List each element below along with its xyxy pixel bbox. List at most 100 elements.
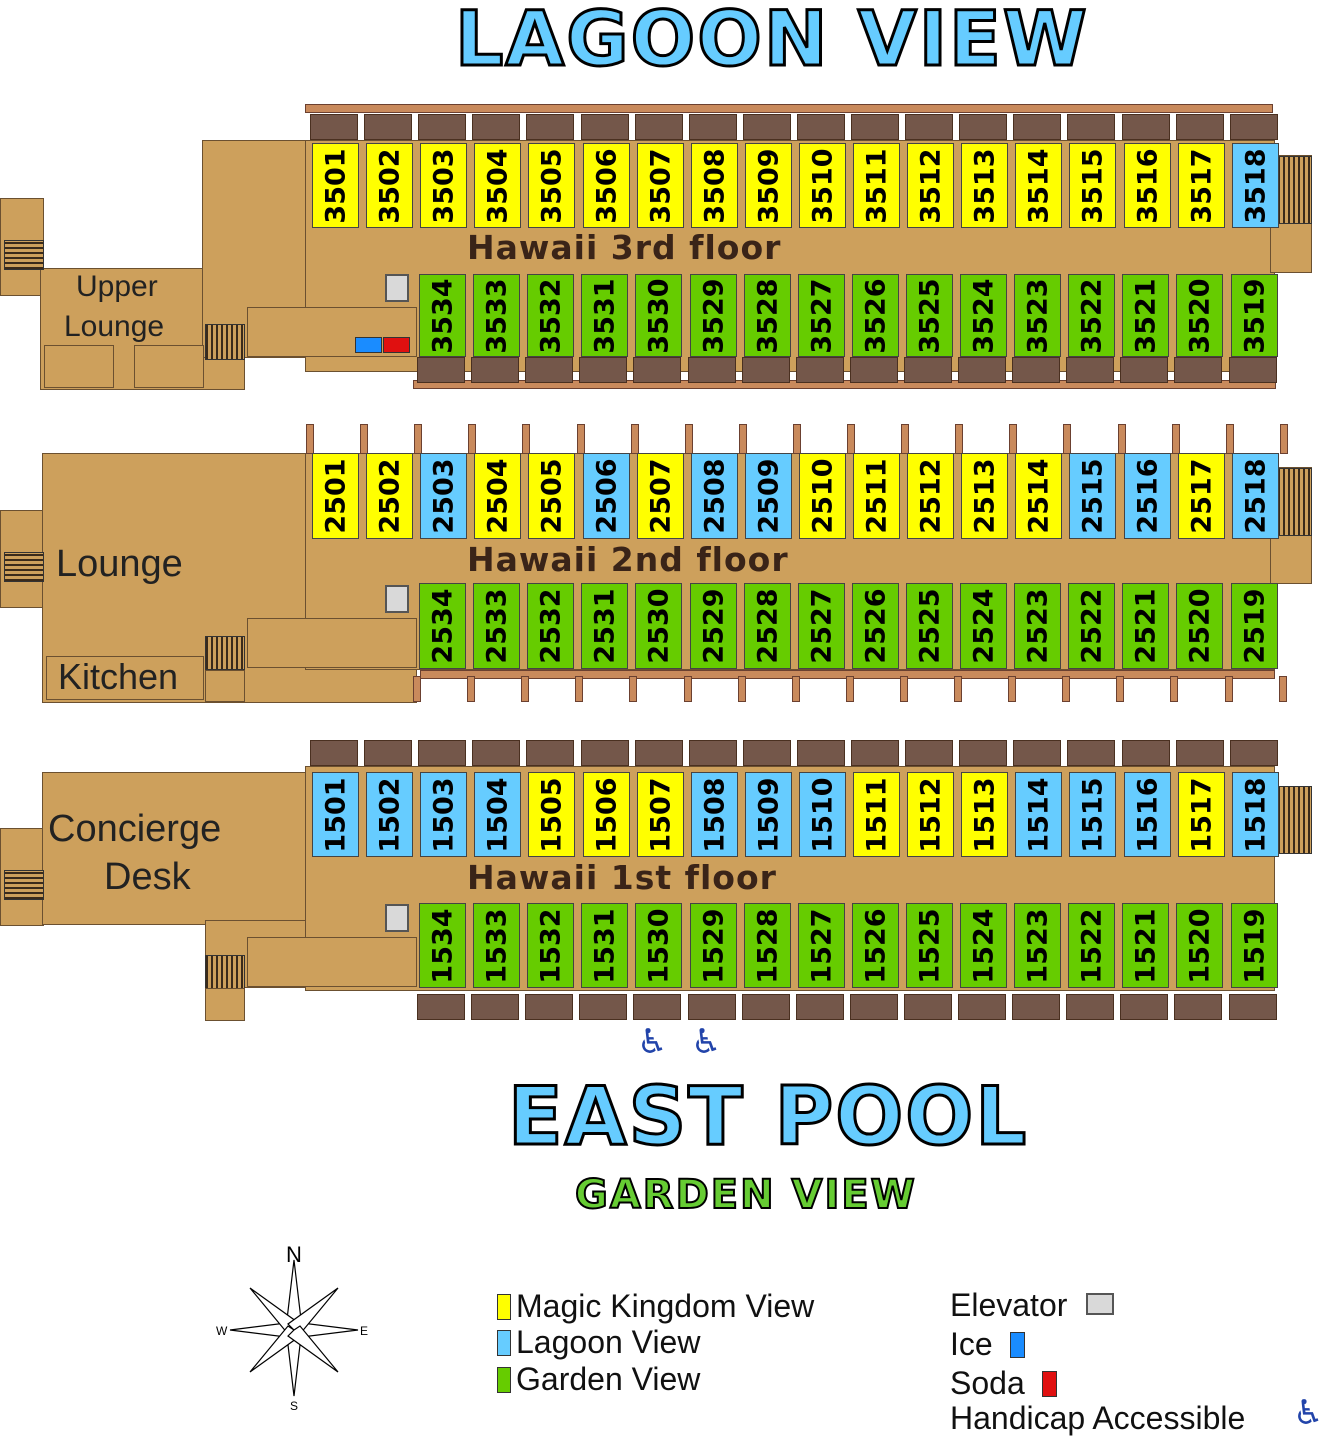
room-2518[interactable]: 2518: [1232, 453, 1279, 539]
room-3531[interactable]: 3531: [581, 274, 628, 357]
room-3534[interactable]: 3534: [419, 274, 466, 357]
room-1527[interactable]: 1527: [798, 903, 845, 988]
room-2527[interactable]: 2527: [798, 583, 845, 669]
room-3526[interactable]: 3526: [852, 274, 899, 357]
room-3512[interactable]: 3512: [907, 143, 954, 228]
room-1507[interactable]: 1507: [637, 772, 684, 857]
room-1520[interactable]: 1520: [1176, 903, 1223, 988]
room-3514[interactable]: 3514: [1015, 143, 1062, 228]
room-2510[interactable]: 2510: [799, 453, 846, 539]
room-3505[interactable]: 3505: [528, 143, 575, 228]
room-2526[interactable]: 2526: [852, 583, 899, 669]
room-2524[interactable]: 2524: [960, 583, 1007, 669]
room-2517[interactable]: 2517: [1178, 453, 1225, 539]
room-3502[interactable]: 3502: [366, 143, 413, 228]
room-1509[interactable]: 1509: [745, 772, 792, 857]
room-3518[interactable]: 3518: [1232, 143, 1279, 228]
room-2502[interactable]: 2502: [366, 453, 413, 539]
room-2515[interactable]: 2515: [1069, 453, 1116, 539]
room-2532[interactable]: 2532: [527, 583, 574, 669]
room-2520[interactable]: 2520: [1176, 583, 1223, 669]
room-3521[interactable]: 3521: [1122, 274, 1169, 357]
room-2523[interactable]: 2523: [1014, 583, 1061, 669]
room-3527[interactable]: 3527: [798, 274, 845, 357]
room-3529[interactable]: 3529: [690, 274, 737, 357]
room-3510[interactable]: 3510: [799, 143, 846, 228]
room-3509[interactable]: 3509: [745, 143, 792, 228]
room-1526[interactable]: 1526: [852, 903, 899, 988]
room-2516[interactable]: 2516: [1124, 453, 1171, 539]
room-2533[interactable]: 2533: [473, 583, 520, 669]
room-1533[interactable]: 1533: [473, 903, 520, 988]
room-3530[interactable]: 3530: [635, 274, 682, 357]
room-3504[interactable]: 3504: [474, 143, 521, 228]
room-3533[interactable]: 3533: [473, 274, 520, 357]
room-1505[interactable]: 1505: [528, 772, 575, 857]
room-3515[interactable]: 3515: [1069, 143, 1116, 228]
room-3506[interactable]: 3506: [583, 143, 630, 228]
room-1511[interactable]: 1511: [853, 772, 900, 857]
room-3517[interactable]: 3517: [1178, 143, 1225, 228]
room-1512[interactable]: 1512: [907, 772, 954, 857]
room-3520[interactable]: 3520: [1176, 274, 1223, 357]
room-1508[interactable]: 1508: [691, 772, 738, 857]
room-1523[interactable]: 1523: [1014, 903, 1061, 988]
room-1532[interactable]: 1532: [527, 903, 574, 988]
room-2530[interactable]: 2530: [635, 583, 682, 669]
room-2514[interactable]: 2514: [1015, 453, 1062, 539]
room-3508[interactable]: 3508: [691, 143, 738, 228]
room-2507[interactable]: 2507: [637, 453, 684, 539]
room-1528[interactable]: 1528: [744, 903, 791, 988]
room-2512[interactable]: 2512: [907, 453, 954, 539]
room-2529[interactable]: 2529: [690, 583, 737, 669]
room-2504[interactable]: 2504: [474, 453, 521, 539]
room-1502[interactable]: 1502: [366, 772, 413, 857]
room-3519[interactable]: 3519: [1231, 274, 1278, 357]
room-1529[interactable]: 1529: [690, 903, 737, 988]
room-3532[interactable]: 3532: [527, 274, 574, 357]
room-1501[interactable]: 1501: [312, 772, 359, 857]
room-2522[interactable]: 2522: [1068, 583, 1115, 669]
room-1521[interactable]: 1521: [1122, 903, 1169, 988]
room-1530[interactable]: 1530: [635, 903, 682, 988]
room-2511[interactable]: 2511: [853, 453, 900, 539]
room-1518[interactable]: 1518: [1232, 772, 1279, 857]
room-2519[interactable]: 2519: [1231, 583, 1278, 669]
room-3503[interactable]: 3503: [420, 143, 467, 228]
room-1519[interactable]: 1519: [1231, 903, 1278, 988]
room-1504[interactable]: 1504: [474, 772, 521, 857]
room-2531[interactable]: 2531: [581, 583, 628, 669]
room-3511[interactable]: 3511: [853, 143, 900, 228]
room-1531[interactable]: 1531: [581, 903, 628, 988]
room-2525[interactable]: 2525: [906, 583, 953, 669]
room-3522[interactable]: 3522: [1068, 274, 1115, 357]
room-1517[interactable]: 1517: [1178, 772, 1225, 857]
room-3523[interactable]: 3523: [1014, 274, 1061, 357]
room-2501[interactable]: 2501: [312, 453, 359, 539]
room-1513[interactable]: 1513: [961, 772, 1008, 857]
room-1534[interactable]: 1534: [419, 903, 466, 988]
room-2528[interactable]: 2528: [744, 583, 791, 669]
room-3501[interactable]: 3501: [312, 143, 359, 228]
room-2513[interactable]: 2513: [961, 453, 1008, 539]
room-2506[interactable]: 2506: [583, 453, 630, 539]
room-3513[interactable]: 3513: [961, 143, 1008, 228]
room-1515[interactable]: 1515: [1069, 772, 1116, 857]
room-3525[interactable]: 3525: [906, 274, 953, 357]
room-2509[interactable]: 2509: [745, 453, 792, 539]
room-1506[interactable]: 1506: [583, 772, 630, 857]
room-1510[interactable]: 1510: [799, 772, 846, 857]
room-2521[interactable]: 2521: [1122, 583, 1169, 669]
room-1516[interactable]: 1516: [1124, 772, 1171, 857]
room-1503[interactable]: 1503: [420, 772, 467, 857]
room-2534[interactable]: 2534: [419, 583, 466, 669]
room-3507[interactable]: 3507: [637, 143, 684, 228]
room-1525[interactable]: 1525: [906, 903, 953, 988]
room-1514[interactable]: 1514: [1015, 772, 1062, 857]
room-2508[interactable]: 2508: [691, 453, 738, 539]
room-1522[interactable]: 1522: [1068, 903, 1115, 988]
room-1524[interactable]: 1524: [960, 903, 1007, 988]
room-3528[interactable]: 3528: [744, 274, 791, 357]
room-3516[interactable]: 3516: [1124, 143, 1171, 228]
room-2503[interactable]: 2503: [420, 453, 467, 539]
